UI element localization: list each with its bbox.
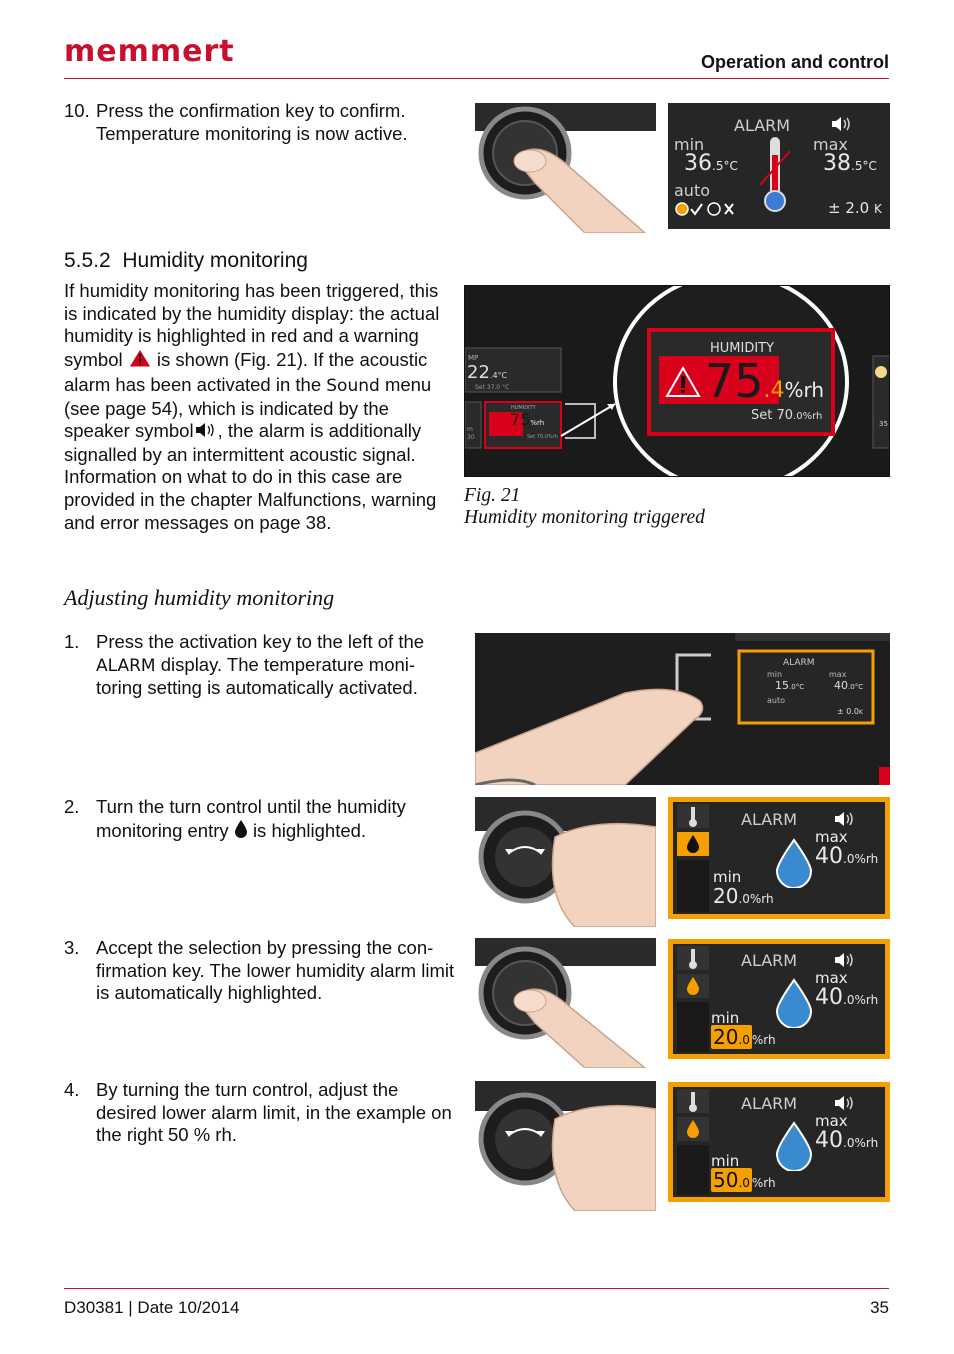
small-tolerance: ± 0.0K <box>837 707 863 716</box>
memmert-logo: memmert <box>64 34 235 69</box>
max-label: max <box>813 135 848 154</box>
footer-doc: D30381 | Date 10/2014 <box>64 1298 240 1317</box>
right-edge-num: 35 <box>879 420 888 428</box>
thermometer-icon <box>759 135 791 219</box>
speaker-icon <box>833 1094 857 1116</box>
humidity-alarm-display-2: ALARM max 40.0%rh min 20.0%rh <box>668 939 890 1059</box>
small-side-letter: m <box>467 426 473 433</box>
alarm-key-word: ALARM <box>96 655 156 676</box>
speaker-icon <box>830 115 854 137</box>
speaker-icon <box>833 951 857 973</box>
humidity-value: 75.4%rh <box>705 354 825 408</box>
activation-key-photo: ALARM min max 15.0°C 40.0°C auto ± 0.0K <box>475 633 890 785</box>
min-label: min <box>674 135 705 154</box>
footer-rule <box>64 1288 889 1289</box>
drop-icon <box>775 978 813 1032</box>
tolerance-value: ± 2.0 K <box>828 199 882 217</box>
press-button-photo <box>475 103 656 233</box>
drop-icon <box>775 838 813 892</box>
small-max-value: 40.0°C <box>834 679 864 692</box>
section-title: 5.5.2 Humidity monitoring <box>64 249 308 272</box>
min-label: min <box>713 868 742 886</box>
speaker-icon <box>833 810 857 832</box>
auto-label: auto <box>674 181 711 200</box>
max-value: 40.0%rh <box>815 985 879 1010</box>
small-temp-set: Set 37.0 °C <box>475 384 510 391</box>
min-label: min <box>711 1152 740 1170</box>
display-title: ALARM <box>741 1094 798 1113</box>
small-auto-label: auto <box>767 696 786 705</box>
step-text: Press the confirmation key to confirm. T… <box>96 100 408 144</box>
speaker-icon <box>194 421 218 444</box>
display-title: ALARM <box>741 951 798 970</box>
display-title: ALARM <box>741 810 798 829</box>
side-icons <box>677 946 709 1056</box>
max-label: max <box>815 828 848 846</box>
min-value: 20.0%rh <box>713 884 774 908</box>
step-3: 3. Accept the selection by pressing the … <box>64 937 455 1004</box>
step-number: 10. <box>64 100 90 121</box>
display-title: ALARM <box>734 116 791 135</box>
press-button-photo-2 <box>475 938 656 1068</box>
small-temp-value: 22.4°C <box>467 362 508 383</box>
min-label: min <box>711 1009 740 1027</box>
adjusting-subheading: Adjusting humidity monitoring <box>64 585 335 610</box>
humidity-paragraph: If humidity monitoring has been triggere… <box>64 280 440 533</box>
fig21-caption: Fig. 21 Humidity monitoring triggered <box>464 485 705 528</box>
small-alarm-title: ALARM <box>783 658 815 668</box>
step-1: 1. Press the activation key to the left … <box>64 631 425 699</box>
small-temp-label: MP <box>468 354 479 362</box>
small-min-value: 15.0°C <box>775 679 805 692</box>
turn-control-photo-1 <box>475 797 656 927</box>
max-value: 40.0%rh <box>815 1128 879 1153</box>
small-min-label: min <box>767 670 783 679</box>
small-humidity-set: Set 70.0%rh <box>527 434 558 440</box>
min-value-highlighted: 20.0%rh <box>711 1025 776 1049</box>
min-value-highlighted: 50.0%rh <box>711 1168 776 1192</box>
small-humidity-label: HUMIDITY <box>511 405 536 411</box>
side-icons <box>677 804 709 916</box>
page-number: 35 <box>870 1298 889 1317</box>
fig21-image: HUMIDITY 75.4%rh Set 70.0%rh MP 22.4°C S… <box>464 285 890 477</box>
max-value: 40.0%rh <box>815 844 879 869</box>
step-2: 2. Turn the turn control until the humid… <box>64 796 459 844</box>
drop-icon <box>775 1121 813 1175</box>
humidity-label: HUMIDITY <box>710 341 775 356</box>
alarm-temperature-display: ALARM min max 36.5°C 38.5°C auto ± 2.0 K <box>668 103 890 229</box>
max-value: 38.5°C <box>823 151 877 176</box>
max-label: max <box>815 969 848 987</box>
section-heading: Operation and control <box>700 52 889 72</box>
header-rule <box>64 78 889 79</box>
auto-option-icons <box>674 201 744 221</box>
step-10: 10. Press the confirmation key to confir… <box>64 100 459 145</box>
turn-control-photo-2 <box>475 1081 656 1211</box>
side-icons <box>677 1089 709 1199</box>
humidity-drop-icon <box>234 819 248 845</box>
humidity-alarm-display-1: ALARM max 40.0%rh min 20.0%rh <box>668 797 890 919</box>
small-humidity-value: 75%rh <box>510 410 545 429</box>
small-side-num: 30 <box>467 434 475 441</box>
min-value: 36.5°C <box>684 151 738 176</box>
step-4: 4. By turning the turn control, adjust t… <box>64 1079 452 1146</box>
humidity-set: Set 70.0%rh <box>751 408 823 423</box>
humidity-alarm-display-3: ALARM max 40.0%rh min 50.0%rh <box>668 1082 890 1202</box>
max-label: max <box>815 1112 848 1130</box>
small-max-label: max <box>829 670 847 679</box>
warning-icon <box>127 348 152 374</box>
